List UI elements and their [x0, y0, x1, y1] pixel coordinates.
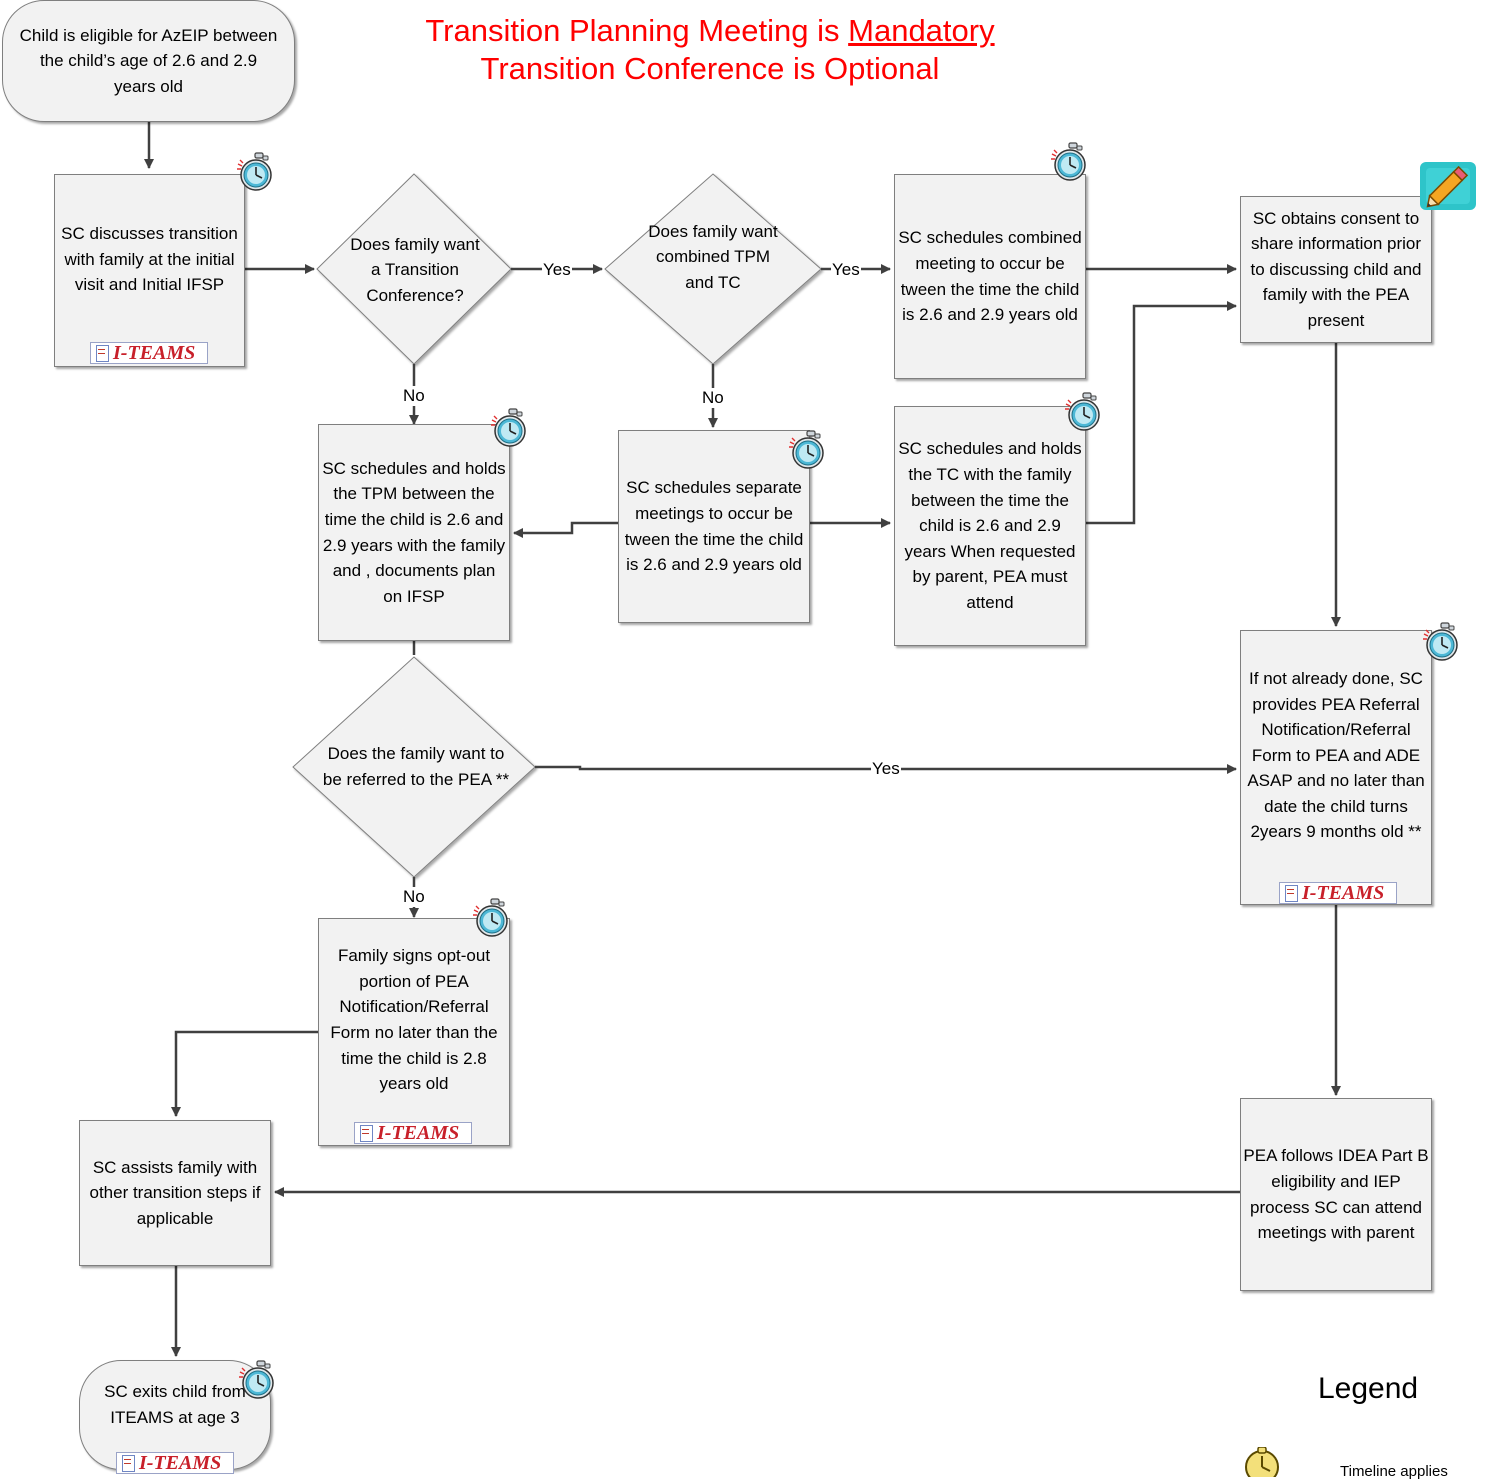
decision-combined-tpm-tc: Does family want combined TPM and TC: [648, 221, 778, 292]
opt-out-text: Family signs opt-out portion of PEA Noti…: [330, 946, 498, 1094]
hold-tc-box: SC schedules and holds the TC with the f…: [894, 406, 1086, 646]
pea-follows-box: PEA follows IDEA Part B eligibility and …: [1240, 1098, 1432, 1291]
provide-referral-text: If not already done, SC provides PEA Ref…: [1247, 668, 1425, 842]
legend-timeline-label: Timeline applies: [1340, 1463, 1448, 1480]
title-underlined-word: Mandatory: [848, 13, 995, 48]
hold-tc-text: SC schedules and holds the TC with the f…: [898, 439, 1082, 612]
diagram-title: Transition Planning Meeting is Mandatory…: [330, 12, 1090, 88]
connector-tc-to-consent: [1086, 301, 1237, 525]
stopwatch-icon: [789, 430, 824, 469]
document-icon: [94, 345, 110, 362]
label-no-referral: No: [402, 887, 426, 907]
start-terminator: Child is eligible for AzEIP between the …: [2, 0, 295, 122]
label-yes-referral: Yes: [871, 759, 901, 779]
title-line-1: Transition Planning Meeting is Mandatory: [425, 13, 995, 48]
separate-meetings-text: SC schedules separate meetings to occur …: [624, 478, 804, 575]
label-no-tc: No: [402, 386, 426, 406]
separate-meetings-box: SC schedules separate meetings to occur …: [618, 430, 810, 623]
title-line-2: Transition Conference is Optional: [480, 51, 940, 86]
i-teams-logo: I-TEAMS: [90, 342, 208, 364]
document-icon: [358, 1125, 374, 1142]
hold-tpm-text: SC schedules and holds the TPM between t…: [322, 458, 506, 606]
i-teams-logo: I-TEAMS: [116, 1452, 234, 1474]
stopwatch-icon: [1423, 622, 1458, 661]
stopwatch-icon: [237, 152, 272, 191]
label-yes-tc: Yes: [542, 260, 572, 280]
start-text: Child is eligible for AzEIP between the …: [19, 25, 278, 96]
connector-q-referral-yes: [535, 764, 1237, 774]
connector-separate-to-tpm: [513, 521, 618, 538]
label-yes-combined: Yes: [831, 260, 861, 280]
decision-referral: Does the family want to be referred to t…: [322, 744, 510, 789]
combined-meeting-box: SC schedules combined meeting to occur b…: [894, 174, 1086, 379]
provide-referral-box: If not already done, SC provides PEA Ref…: [1240, 630, 1432, 905]
exit-text: SC exits child from ITEAMS at age 3: [104, 1382, 246, 1427]
opt-out-box: Family signs opt-out portion of PEA Noti…: [318, 918, 510, 1146]
label-no-combined: No: [701, 388, 725, 408]
consent-text: SC obtains consent to share information …: [1250, 208, 1422, 330]
stopwatch-icon: [1051, 142, 1086, 181]
pencil-icon: [1420, 162, 1476, 210]
stopwatch-icon: [491, 408, 526, 447]
discuss-transition-text: SC discusses transition with family at t…: [61, 224, 238, 295]
document-icon: [120, 1455, 136, 1472]
consent-box: SC obtains consent to share information …: [1240, 196, 1432, 343]
document-icon: [1283, 885, 1299, 902]
decision-transition-conference: Does family want a Transition Conference…: [350, 234, 480, 305]
i-teams-logo: I-TEAMS: [354, 1122, 472, 1144]
legend-title: Legend: [1318, 1372, 1419, 1405]
pea-follows-text: PEA follows IDEA Part B eligibility and …: [1243, 1146, 1429, 1243]
hold-tpm-box: SC schedules and holds the TPM between t…: [318, 424, 510, 641]
stopwatch-icon: [239, 1360, 274, 1399]
stopwatch-icon: [473, 898, 508, 937]
stopwatch-icon: [1065, 392, 1100, 431]
discuss-transition-box: SC discusses transition with family at t…: [54, 174, 245, 367]
assist-family-text: SC assists family with other transition …: [89, 1157, 261, 1228]
connector-optout-to-assist: [171, 1030, 318, 1117]
assist-family-box: SC assists family with other transition …: [79, 1120, 271, 1266]
combined-meeting-text: SC schedules combined meeting to occur b…: [898, 228, 1082, 325]
stopwatch-icon: [1245, 1447, 1279, 1477]
i-teams-logo: I-TEAMS: [1279, 882, 1397, 904]
